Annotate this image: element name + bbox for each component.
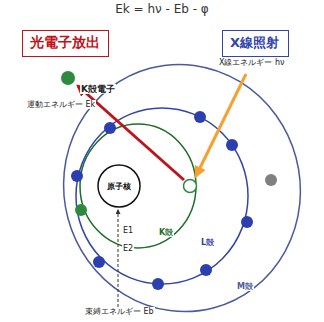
node-text: X線照射 — [230, 34, 281, 52]
binding-arrow — [118, 210, 119, 312]
binding-energy-label: 束縛エネルギー Eb — [84, 307, 155, 316]
l-shell — [76, 108, 248, 284]
m-electron — [265, 174, 277, 186]
node-text: 光電子放出 — [30, 34, 101, 52]
shell-label: L殻 — [200, 238, 215, 247]
l-electrons — [71, 111, 253, 290]
node-text: 原子核 — [107, 181, 131, 192]
xray-arrow — [196, 74, 246, 176]
emission-box: 光電子放出 — [22, 30, 109, 57]
shell-label: K殻 — [158, 228, 174, 237]
formula: Ek = hν - Eb - φ — [0, 3, 324, 17]
emitted-electron — [61, 71, 75, 85]
kinetic-energy-label: 運動エネルギー Ek — [26, 100, 96, 109]
shell-label: M殻 — [236, 282, 254, 291]
energy-level-label: E2 — [122, 244, 134, 253]
m-shell — [36, 38, 324, 322]
electron-label: K殻電子 — [80, 84, 116, 94]
xray-energy-label: X線エネルギー hν — [218, 58, 286, 67]
xray-box: X線照射 — [222, 30, 289, 57]
k-hole — [184, 180, 197, 193]
k-electron — [75, 204, 87, 216]
energy-level-label: E1 — [122, 226, 134, 235]
nucleus-circle: 原子核 — [96, 163, 142, 209]
k-shell — [80, 124, 196, 248]
